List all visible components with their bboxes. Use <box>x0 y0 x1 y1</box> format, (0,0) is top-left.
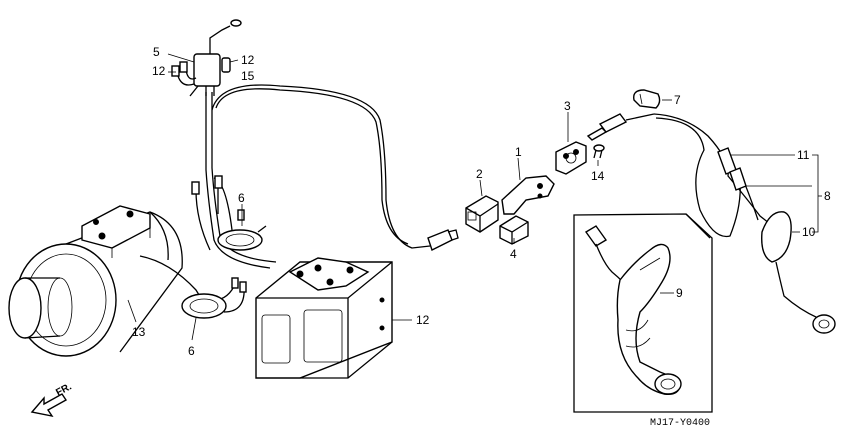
cap-7 <box>633 89 661 109</box>
inset-box <box>573 213 713 413</box>
mount-2 <box>465 195 499 233</box>
callout-12-top-left: 12 <box>152 64 166 78</box>
callout-4: 4 <box>510 247 517 261</box>
wiring-harness <box>139 19 459 319</box>
control-box <box>255 257 393 379</box>
diagram-code: MJ17-Y0400 <box>650 418 710 429</box>
bracket-1 <box>501 175 555 215</box>
callout-13: 13 <box>132 325 146 339</box>
cable-part-9 <box>584 225 682 396</box>
horn-speaker <box>8 205 183 357</box>
leader-lines <box>127 53 822 341</box>
callout-7: 7 <box>674 93 681 107</box>
callout-11: 11 <box>797 148 810 162</box>
callout-6-upper: 6 <box>238 191 245 205</box>
screw-14 <box>593 144 605 159</box>
front-arrow-icon <box>30 393 68 418</box>
callout-1: 1 <box>515 145 522 159</box>
callout-2: 2 <box>476 167 483 181</box>
callout-10: 10 <box>802 225 816 239</box>
callout-15: 15 <box>241 69 255 83</box>
callout-9: 9 <box>676 286 683 300</box>
callout-12-top-right: 12 <box>241 53 255 67</box>
callout-6-lower: 6 <box>188 344 195 358</box>
callout-5: 5 <box>153 45 160 59</box>
clip-4 <box>499 215 529 245</box>
callout-8: 8 <box>824 189 831 203</box>
callout-12-box: 12 <box>416 313 430 327</box>
cable-assembly <box>586 113 836 334</box>
direction-label: FR. <box>54 381 74 398</box>
callout-14: 14 <box>591 169 605 183</box>
callout-3: 3 <box>564 99 571 113</box>
plate-3 <box>555 141 587 175</box>
